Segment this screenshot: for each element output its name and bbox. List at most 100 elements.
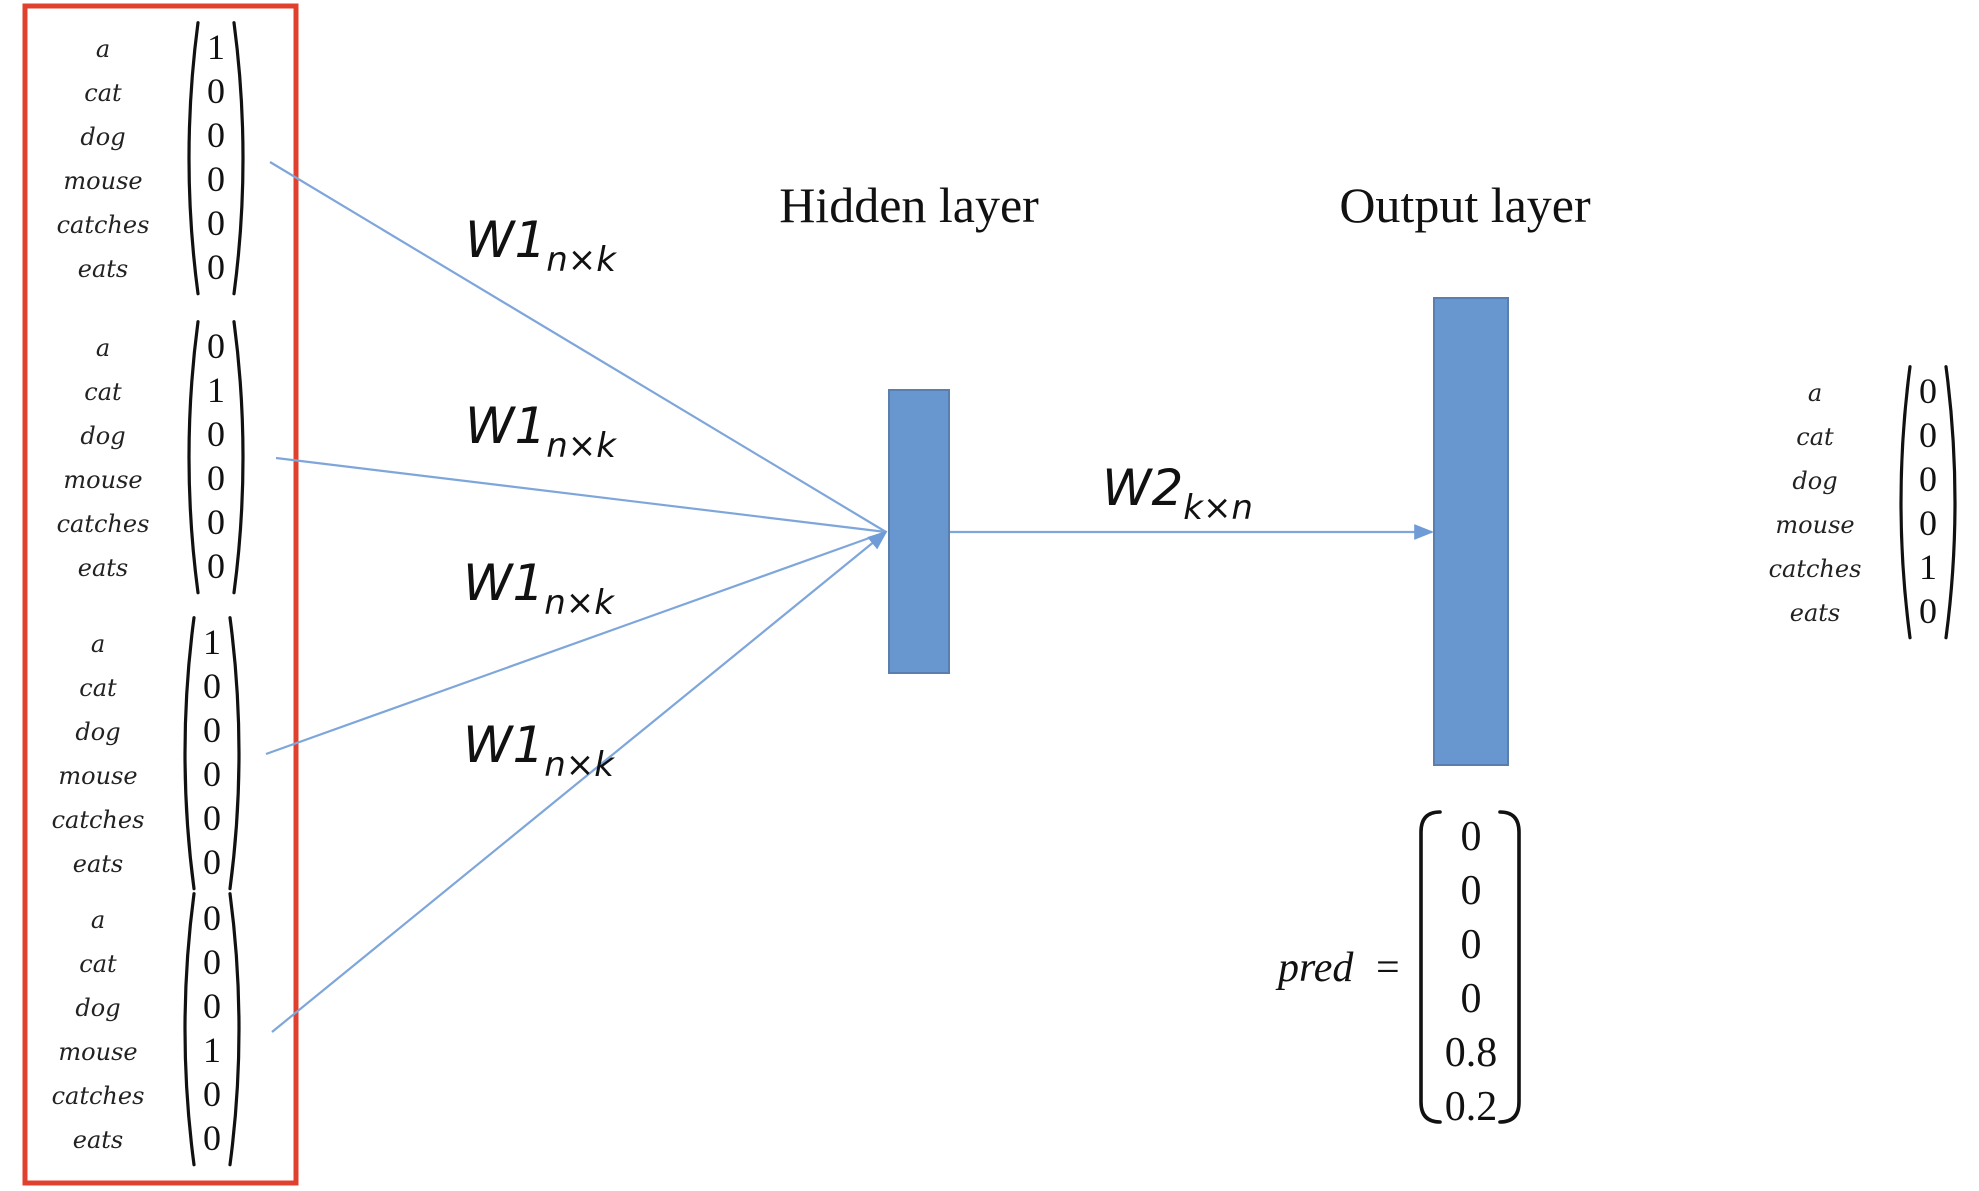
weight-label-input-2: W1n×k <box>465 397 617 466</box>
edge-input-4 <box>271 530 888 1033</box>
target-vector-onehot-word-a: a <box>1808 379 1822 407</box>
input-vector-1-value: 0 <box>207 159 225 199</box>
input-vector-3-value: 0 <box>203 666 221 706</box>
input-context-box <box>22 3 299 1186</box>
target-vector-onehot-word-eats: eats <box>1790 599 1840 627</box>
prediction-left-bracket <box>1419 810 1442 1124</box>
target-vector-onehot-value: 1 <box>1919 547 1937 587</box>
input-vector-4-value: 0 <box>203 1074 221 1114</box>
input-vector-4-value: 0 <box>203 1118 221 1158</box>
input-vector-2-value: 0 <box>207 414 225 454</box>
input-vector-3-word-a: a <box>91 630 105 658</box>
input-vector-4-word-catches: catches <box>52 1082 145 1110</box>
target-vector-onehot-value: 0 <box>1919 371 1937 411</box>
input-vector-2-value: 0 <box>207 502 225 542</box>
output-layer-title: Output layer <box>1339 177 1591 233</box>
input-vector-1-right-bracket <box>232 21 245 296</box>
edge-input-1 <box>269 161 887 533</box>
prediction-equals-sign: = <box>1376 945 1400 991</box>
input-vector-2-value: 0 <box>207 326 225 366</box>
input-vector-3-word-dog: dog <box>75 718 120 746</box>
target-vector-onehot-word-dog: dog <box>1792 467 1837 495</box>
input-vector-2-word-catches: catches <box>57 510 150 538</box>
input-vector-2-word-cat: cat <box>84 378 122 406</box>
target-vector-onehot-value: 0 <box>1919 415 1937 455</box>
input-vector-4-word-cat: cat <box>79 950 117 978</box>
target-vector-onehot-word-catches: catches <box>1769 555 1862 583</box>
input-vector-4-word-dog: dog <box>75 994 120 1022</box>
input-vector-3-value: 0 <box>203 842 221 882</box>
input-vector-2-value: 0 <box>207 546 225 586</box>
input-vector-4-word-eats: eats <box>73 1126 123 1154</box>
input-to-hidden-edges <box>265 161 888 1033</box>
hidden-layer-block <box>888 389 950 674</box>
input-vector-2-value: 0 <box>207 458 225 498</box>
output-layer-block <box>1433 297 1509 766</box>
target-vector-onehot-word-cat: cat <box>1796 423 1834 451</box>
input-vector-1-value: 0 <box>207 247 225 287</box>
input-vector-1-word-catches: catches <box>57 211 150 239</box>
input-vector-3-value: 0 <box>203 798 221 838</box>
input-vector-4-value: 0 <box>203 942 221 982</box>
input-vector-1-word-cat: cat <box>84 79 122 107</box>
input-vector-4-right-bracket <box>228 892 241 1167</box>
input-vector-1-value: 0 <box>207 71 225 111</box>
input-vectors: acatdogmousecatcheseats100000acatdogmous… <box>52 21 245 1167</box>
prediction-label: pred <box>1275 945 1354 991</box>
weight-label-output: W2k×n <box>1102 459 1253 528</box>
input-vector-4-value: 0 <box>203 898 221 938</box>
weight-labels: W1n×k W1n×k W1n×k W1n×k W2k×n <box>463 211 1253 785</box>
input-vector-1-left-bracket <box>187 21 200 296</box>
input-vector-3-right-bracket <box>228 616 241 891</box>
input-vector-2-word-mouse: mouse <box>63 466 142 494</box>
input-vector-3-word-cat: cat <box>79 674 117 702</box>
input-vector-4-value: 1 <box>203 1030 221 1070</box>
input-vector-1-word-a: a <box>96 35 110 63</box>
input-vector-3-word-eats: eats <box>73 850 123 878</box>
prediction-right-bracket <box>1498 810 1521 1124</box>
input-vector-4-word-a: a <box>91 906 105 934</box>
weight-label-input-1: W1n×k <box>465 211 617 280</box>
target-vector-onehot-value: 0 <box>1919 459 1937 499</box>
input-vector-2-left-bracket <box>187 320 200 595</box>
input-vector-2-right-bracket <box>232 320 245 595</box>
input-vector-3-word-catches: catches <box>52 806 145 834</box>
weight-label-input-4: W1n×k <box>463 716 615 785</box>
prediction-value: 0 <box>1461 922 1482 968</box>
input-vector-1-word-mouse: mouse <box>63 167 142 195</box>
target-vector-onehot-left-bracket <box>1899 365 1912 640</box>
prediction-value: 0 <box>1461 868 1482 914</box>
input-vector-3-left-bracket <box>183 616 196 891</box>
target-vector-onehot-word-mouse: mouse <box>1775 511 1854 539</box>
weight-label-input-3: W1n×k <box>463 554 615 623</box>
input-vector-2-value: 1 <box>207 370 225 410</box>
target-vector-onehot-value: 0 <box>1919 591 1937 631</box>
input-vector-1-word-eats: eats <box>78 255 128 283</box>
prediction-value: 0.2 <box>1445 1084 1498 1130</box>
hidden-layer-title: Hidden layer <box>779 177 1039 233</box>
input-vector-2-word-dog: dog <box>80 422 125 450</box>
target-vector-onehot-right-bracket <box>1944 365 1957 640</box>
input-vector-3-word-mouse: mouse <box>58 762 137 790</box>
input-vector-3-value: 0 <box>203 754 221 794</box>
target-vector-onehot-value: 0 <box>1919 503 1937 543</box>
input-vector-3-value: 1 <box>203 622 221 662</box>
input-vector-4-value: 0 <box>203 986 221 1026</box>
input-vector-1-value: 0 <box>207 203 225 243</box>
prediction-value: 0.8 <box>1445 1030 1498 1076</box>
input-vector-1-word-dog: dog <box>80 123 125 151</box>
input-vector-1-value: 1 <box>207 27 225 67</box>
input-vector-2-word-a: a <box>96 334 110 362</box>
input-vector-3-value: 0 <box>203 710 221 750</box>
edge-input-2 <box>275 456 887 534</box>
prediction-value: 0 <box>1461 976 1482 1022</box>
input-vector-4-left-bracket <box>183 892 196 1167</box>
